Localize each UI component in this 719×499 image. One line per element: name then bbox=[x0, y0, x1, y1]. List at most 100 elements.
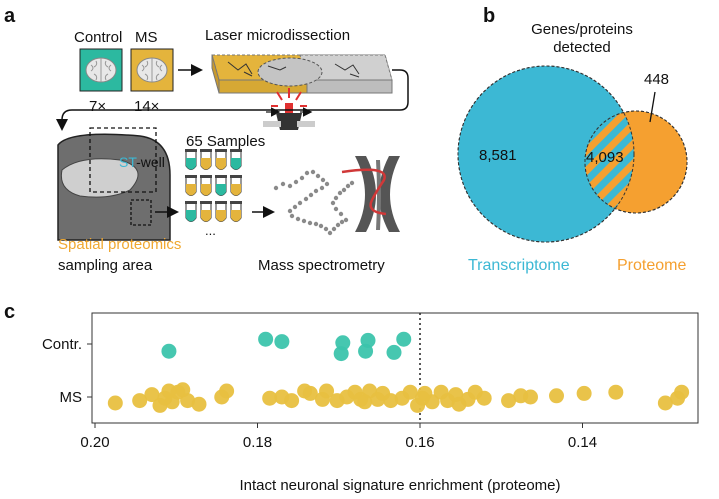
ms-count: 14× bbox=[134, 98, 159, 115]
x-tick-label: 0.14 bbox=[568, 434, 597, 451]
control-point bbox=[274, 334, 290, 350]
ms-point bbox=[383, 393, 399, 409]
ms-point bbox=[132, 393, 148, 409]
ms-point bbox=[657, 395, 673, 411]
ms-point bbox=[107, 395, 123, 411]
control-point bbox=[258, 331, 274, 347]
ms-point bbox=[501, 393, 517, 409]
ms-point bbox=[144, 387, 160, 403]
peptide-bead bbox=[349, 180, 355, 186]
peptide-bead bbox=[345, 183, 351, 189]
ms-label: MS bbox=[135, 29, 158, 46]
peptide-bead bbox=[303, 196, 309, 202]
laser-icon bbox=[263, 88, 315, 130]
transcriptome-label: Transcriptome bbox=[468, 257, 570, 274]
connector-arrow bbox=[56, 69, 409, 131]
brain-icon bbox=[85, 57, 117, 83]
peptide-bead bbox=[319, 185, 325, 191]
peptide-bead bbox=[330, 200, 336, 206]
peptide-bead bbox=[299, 175, 305, 181]
peptide-bead bbox=[287, 183, 293, 189]
ms-point bbox=[608, 384, 624, 400]
ms-point bbox=[191, 396, 207, 412]
x-tick-label: 0.18 bbox=[243, 434, 272, 451]
sample-tube bbox=[185, 175, 197, 196]
transcriptome-only-count: 8,581 bbox=[479, 147, 517, 164]
peptide-bead bbox=[333, 195, 339, 201]
brain-icon bbox=[136, 57, 168, 83]
peptide-bead bbox=[337, 190, 343, 196]
st-well-label: ST-well bbox=[119, 154, 165, 170]
ms-point bbox=[476, 390, 492, 406]
peptide-chain bbox=[273, 169, 355, 236]
peptide-bead bbox=[333, 206, 339, 212]
peptide-bead bbox=[310, 169, 316, 175]
peptide-bead bbox=[287, 208, 293, 214]
category-label: MS bbox=[60, 389, 83, 406]
x-axis-label: Intact neuronal signature enrichment (pr… bbox=[239, 477, 560, 494]
peptide-bead bbox=[327, 230, 333, 236]
sample-tube bbox=[200, 175, 212, 196]
peptide-bead bbox=[318, 223, 324, 229]
peptide-bead bbox=[335, 222, 341, 228]
panel-a: a Control 7× MS 14× Laser microdissectio… bbox=[4, 5, 409, 274]
peptide-bead bbox=[331, 226, 337, 232]
ms-point bbox=[576, 385, 592, 401]
sample-tube bbox=[215, 201, 227, 222]
overlap-count: 4,093 bbox=[586, 149, 624, 166]
tissue-slab bbox=[211, 54, 393, 94]
peptide-bead bbox=[343, 217, 349, 223]
ms-point bbox=[424, 394, 440, 410]
panel-a-label: a bbox=[4, 5, 16, 27]
peptide-bead bbox=[313, 221, 319, 227]
panel-c-label: c bbox=[4, 301, 15, 323]
plot-frame bbox=[91, 312, 699, 424]
sample-tube bbox=[185, 149, 197, 170]
peptide-bead bbox=[341, 187, 347, 193]
control-count: 7× bbox=[89, 98, 106, 115]
peptide-bead bbox=[304, 170, 310, 176]
ms-point bbox=[523, 389, 538, 405]
peptide-bead bbox=[323, 226, 329, 232]
venn-title-line2: detected bbox=[553, 39, 611, 56]
ms-point bbox=[262, 390, 278, 406]
sample-tubes bbox=[185, 149, 242, 222]
ms-point bbox=[284, 393, 300, 409]
ms-point bbox=[302, 385, 318, 401]
peptide-bead bbox=[297, 200, 303, 206]
sample-tube bbox=[200, 201, 212, 222]
sample-tube bbox=[230, 201, 242, 222]
overlap-region bbox=[585, 111, 634, 213]
peptide-bead bbox=[292, 204, 298, 210]
x-tick-label: 0.20 bbox=[80, 434, 109, 451]
sample-tube bbox=[215, 175, 227, 196]
control-point bbox=[335, 335, 351, 351]
ms-point bbox=[402, 384, 418, 400]
samples-title: 65 Samples bbox=[186, 133, 265, 150]
ms-point bbox=[180, 393, 196, 409]
peptide-bead bbox=[295, 216, 301, 222]
ms-point bbox=[219, 383, 235, 399]
tubes-ellipsis: ... bbox=[205, 223, 216, 238]
peptide-bead bbox=[313, 188, 319, 194]
tissue-section bbox=[57, 127, 171, 241]
sample-tube bbox=[230, 149, 242, 170]
proteome-label: Proteome bbox=[617, 257, 686, 274]
sample-tube bbox=[215, 149, 227, 170]
peptide-bead bbox=[339, 219, 345, 225]
peptide-bead bbox=[301, 218, 307, 224]
control-point bbox=[386, 344, 402, 360]
panel-b-label: b bbox=[483, 5, 495, 27]
mass-spec-icon bbox=[341, 156, 400, 232]
mass-spec-title: Mass spectrometry bbox=[258, 257, 385, 274]
x-tick-label: 0.16 bbox=[405, 434, 434, 451]
peptide-bead bbox=[289, 213, 295, 219]
peptide-bead bbox=[280, 181, 286, 187]
panel-b: b Genes/proteins detected 8,581 4,093 44… bbox=[457, 5, 688, 274]
sample-tube bbox=[200, 149, 212, 170]
peptide-bead bbox=[308, 192, 314, 198]
ms-point bbox=[319, 383, 335, 399]
